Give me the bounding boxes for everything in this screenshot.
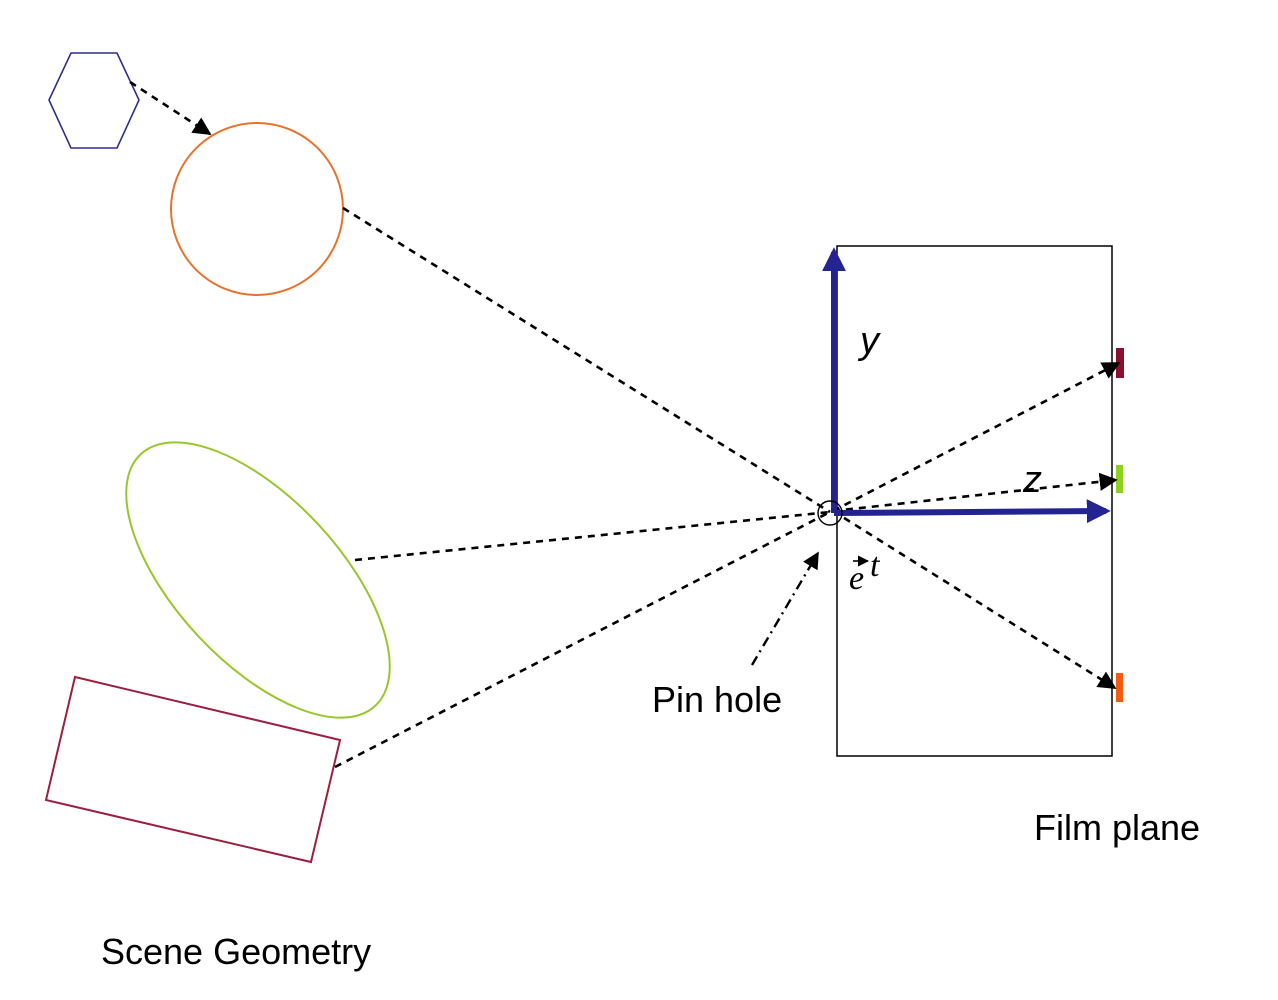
film-mark-bottom: [1116, 673, 1123, 702]
eye-vector-base: e: [849, 560, 864, 597]
film-mark-middle: [1116, 465, 1123, 493]
ellipse-shape: [125, 441, 391, 719]
ray-ellipse-to-pinhole: [354, 510, 831, 562]
pin-hole-label: Pin hole: [652, 679, 782, 720]
ray-hexagon-to-circle: [129, 80, 212, 136]
ray-rectangle-to-pinhole: [334, 510, 831, 769]
ray-pinhole-to-middle-mark: [832, 472, 1118, 513]
ray-circle-to-pinhole: [342, 206, 831, 514]
eye-vector-label: e t: [849, 547, 881, 597]
pin-hole-circle: [817, 500, 843, 526]
axis-y-label: y: [857, 320, 881, 362]
film-plane-label: Film plane: [1034, 807, 1200, 848]
circle-shape: [170, 122, 344, 296]
film-mark-top: [1116, 348, 1124, 378]
ray-pinhole-to-bottom-mark: [832, 509, 1117, 690]
axis-z-label: z: [1022, 459, 1042, 501]
ray-pinhole-to-top-mark: [832, 361, 1121, 513]
pin-hole-pointer: [750, 551, 820, 666]
rectangle-shape: [44, 675, 342, 864]
eye-vector-superscript: t: [870, 547, 881, 584]
scene-geometry-label: Scene Geometry: [101, 931, 371, 972]
hexagon-shape: [48, 52, 140, 149]
z-axis-arrow: [833, 499, 1111, 524]
